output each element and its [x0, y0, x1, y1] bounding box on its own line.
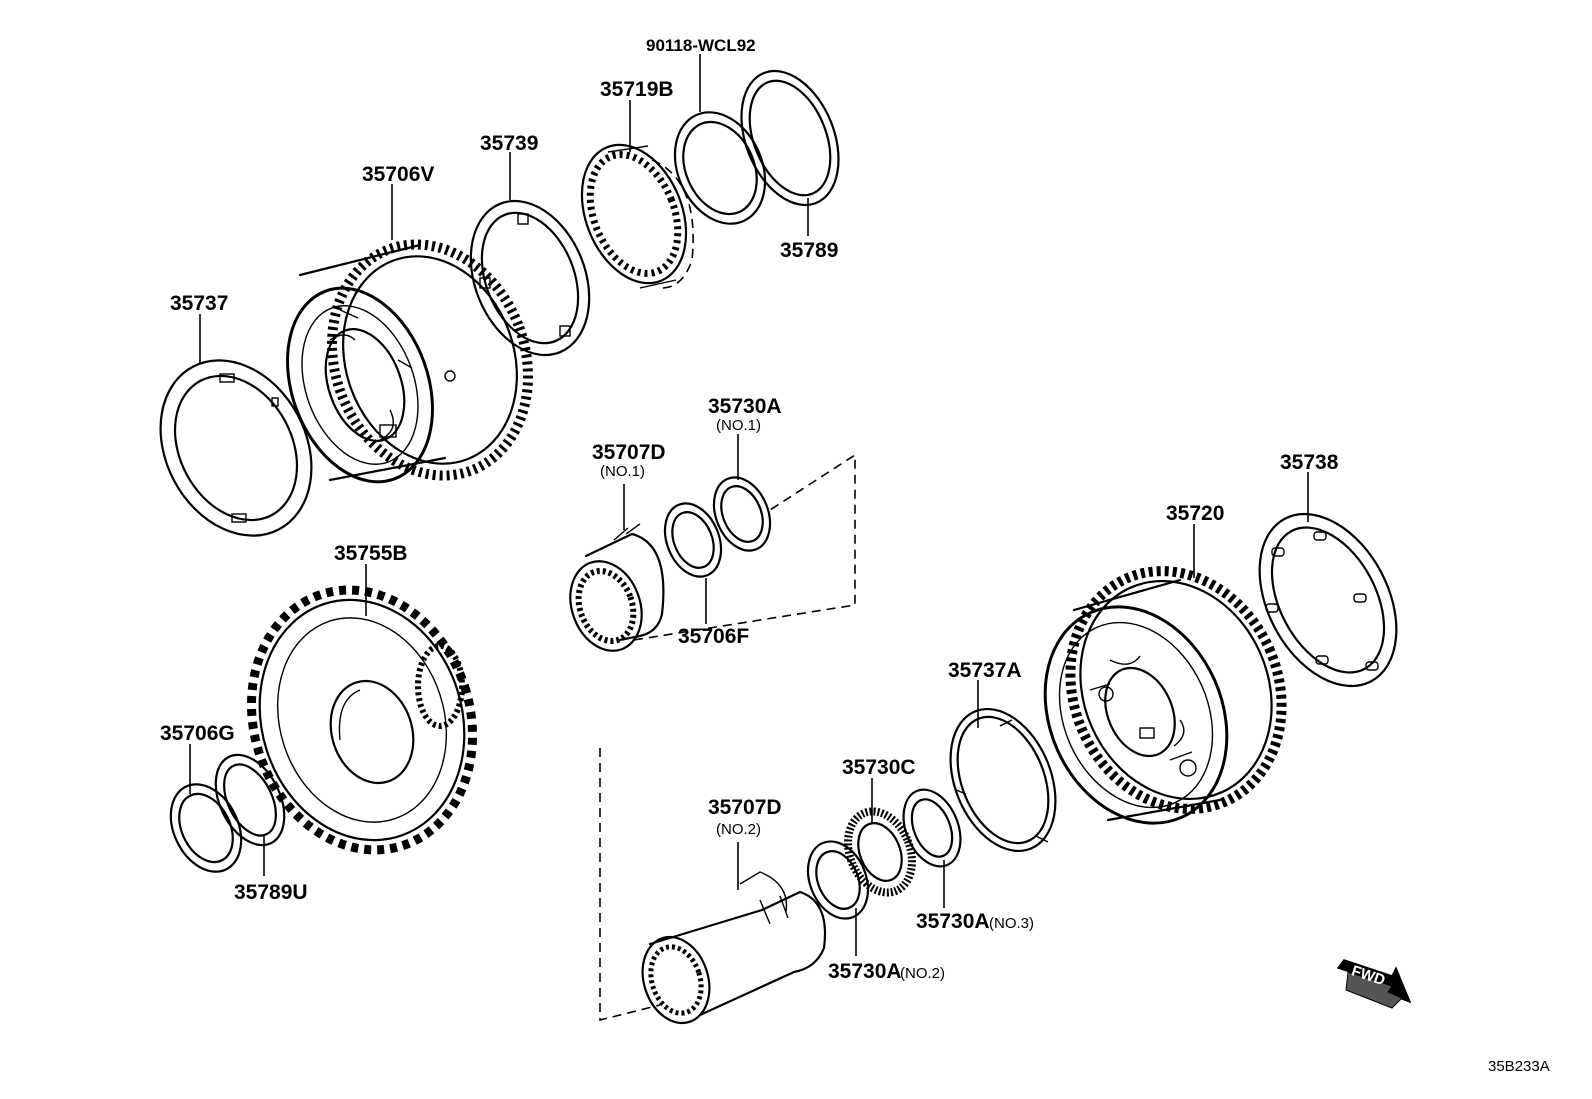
lower-assembly-outline	[599, 748, 661, 1022]
label-35707D-no1: 35707D	[592, 441, 666, 464]
part-35719B-gear	[580, 143, 694, 289]
label-35730A-no3: 35730A	[916, 910, 990, 933]
label-35730A-no3-note: (NO.3)	[989, 915, 1034, 932]
label-35789: 35789	[780, 239, 838, 262]
part-35730A-no3-washer	[902, 788, 962, 868]
label-35730A-no2: 35730A	[828, 960, 902, 983]
label-35730C: 35730C	[842, 756, 916, 779]
part-35739-washer	[469, 199, 591, 357]
part-35730A-no1-washer	[712, 476, 772, 552]
part-35730C-bearing	[844, 807, 916, 897]
part-35707D-no1-pinion	[569, 523, 665, 652]
forward-direction-arrow: FWD	[1336, 959, 1412, 1009]
label-35789U: 35789U	[234, 881, 308, 904]
part-35737-washer	[159, 359, 313, 537]
label-35730A-no1: 35730A	[708, 395, 782, 418]
part-35738-washer	[1258, 512, 1398, 688]
label-35707D-no2: 35707D	[708, 796, 782, 819]
part-35730A-no2-washer	[806, 840, 870, 920]
part-35737A-washer	[949, 707, 1057, 853]
label-35706F: 35706F	[678, 625, 749, 648]
label-35755B: 35755B	[334, 542, 408, 565]
part-35755B-gear	[246, 585, 478, 855]
part-35706V-carrier	[286, 239, 533, 484]
label-90118-WCL92: 90118-WCL92	[646, 36, 756, 55]
part-35706F-washer	[663, 502, 723, 578]
label-35706V: 35706V	[362, 163, 434, 186]
label-35730A-no2-note: (NO.2)	[900, 965, 945, 982]
leader-lines	[189, 54, 1309, 956]
label-35739: 35739	[480, 132, 538, 155]
part-35789-washer	[740, 69, 840, 207]
label-35706G: 35706G	[160, 722, 235, 745]
label-35707D-no2-note: (NO.2)	[716, 821, 761, 838]
part-35720-carrier	[1043, 566, 1287, 825]
part-35707D-no2-pinion	[641, 871, 826, 1025]
label-35707D-no1-note: (NO.1)	[600, 463, 645, 480]
part-90118-washer	[673, 111, 767, 225]
upper-assembly-outline	[633, 453, 856, 641]
label-35737A: 35737A	[948, 659, 1022, 682]
part-35789U-washer	[214, 753, 286, 847]
label-35738: 35738	[1280, 451, 1339, 474]
part-35706G-washer	[169, 783, 243, 873]
diagram-code: 35B233A	[1488, 1058, 1550, 1075]
label-35719B: 35719B	[600, 78, 674, 101]
label-35720: 35720	[1166, 502, 1224, 525]
label-35737: 35737	[170, 292, 228, 315]
label-35730A-no1-note: (NO.1)	[716, 417, 761, 434]
